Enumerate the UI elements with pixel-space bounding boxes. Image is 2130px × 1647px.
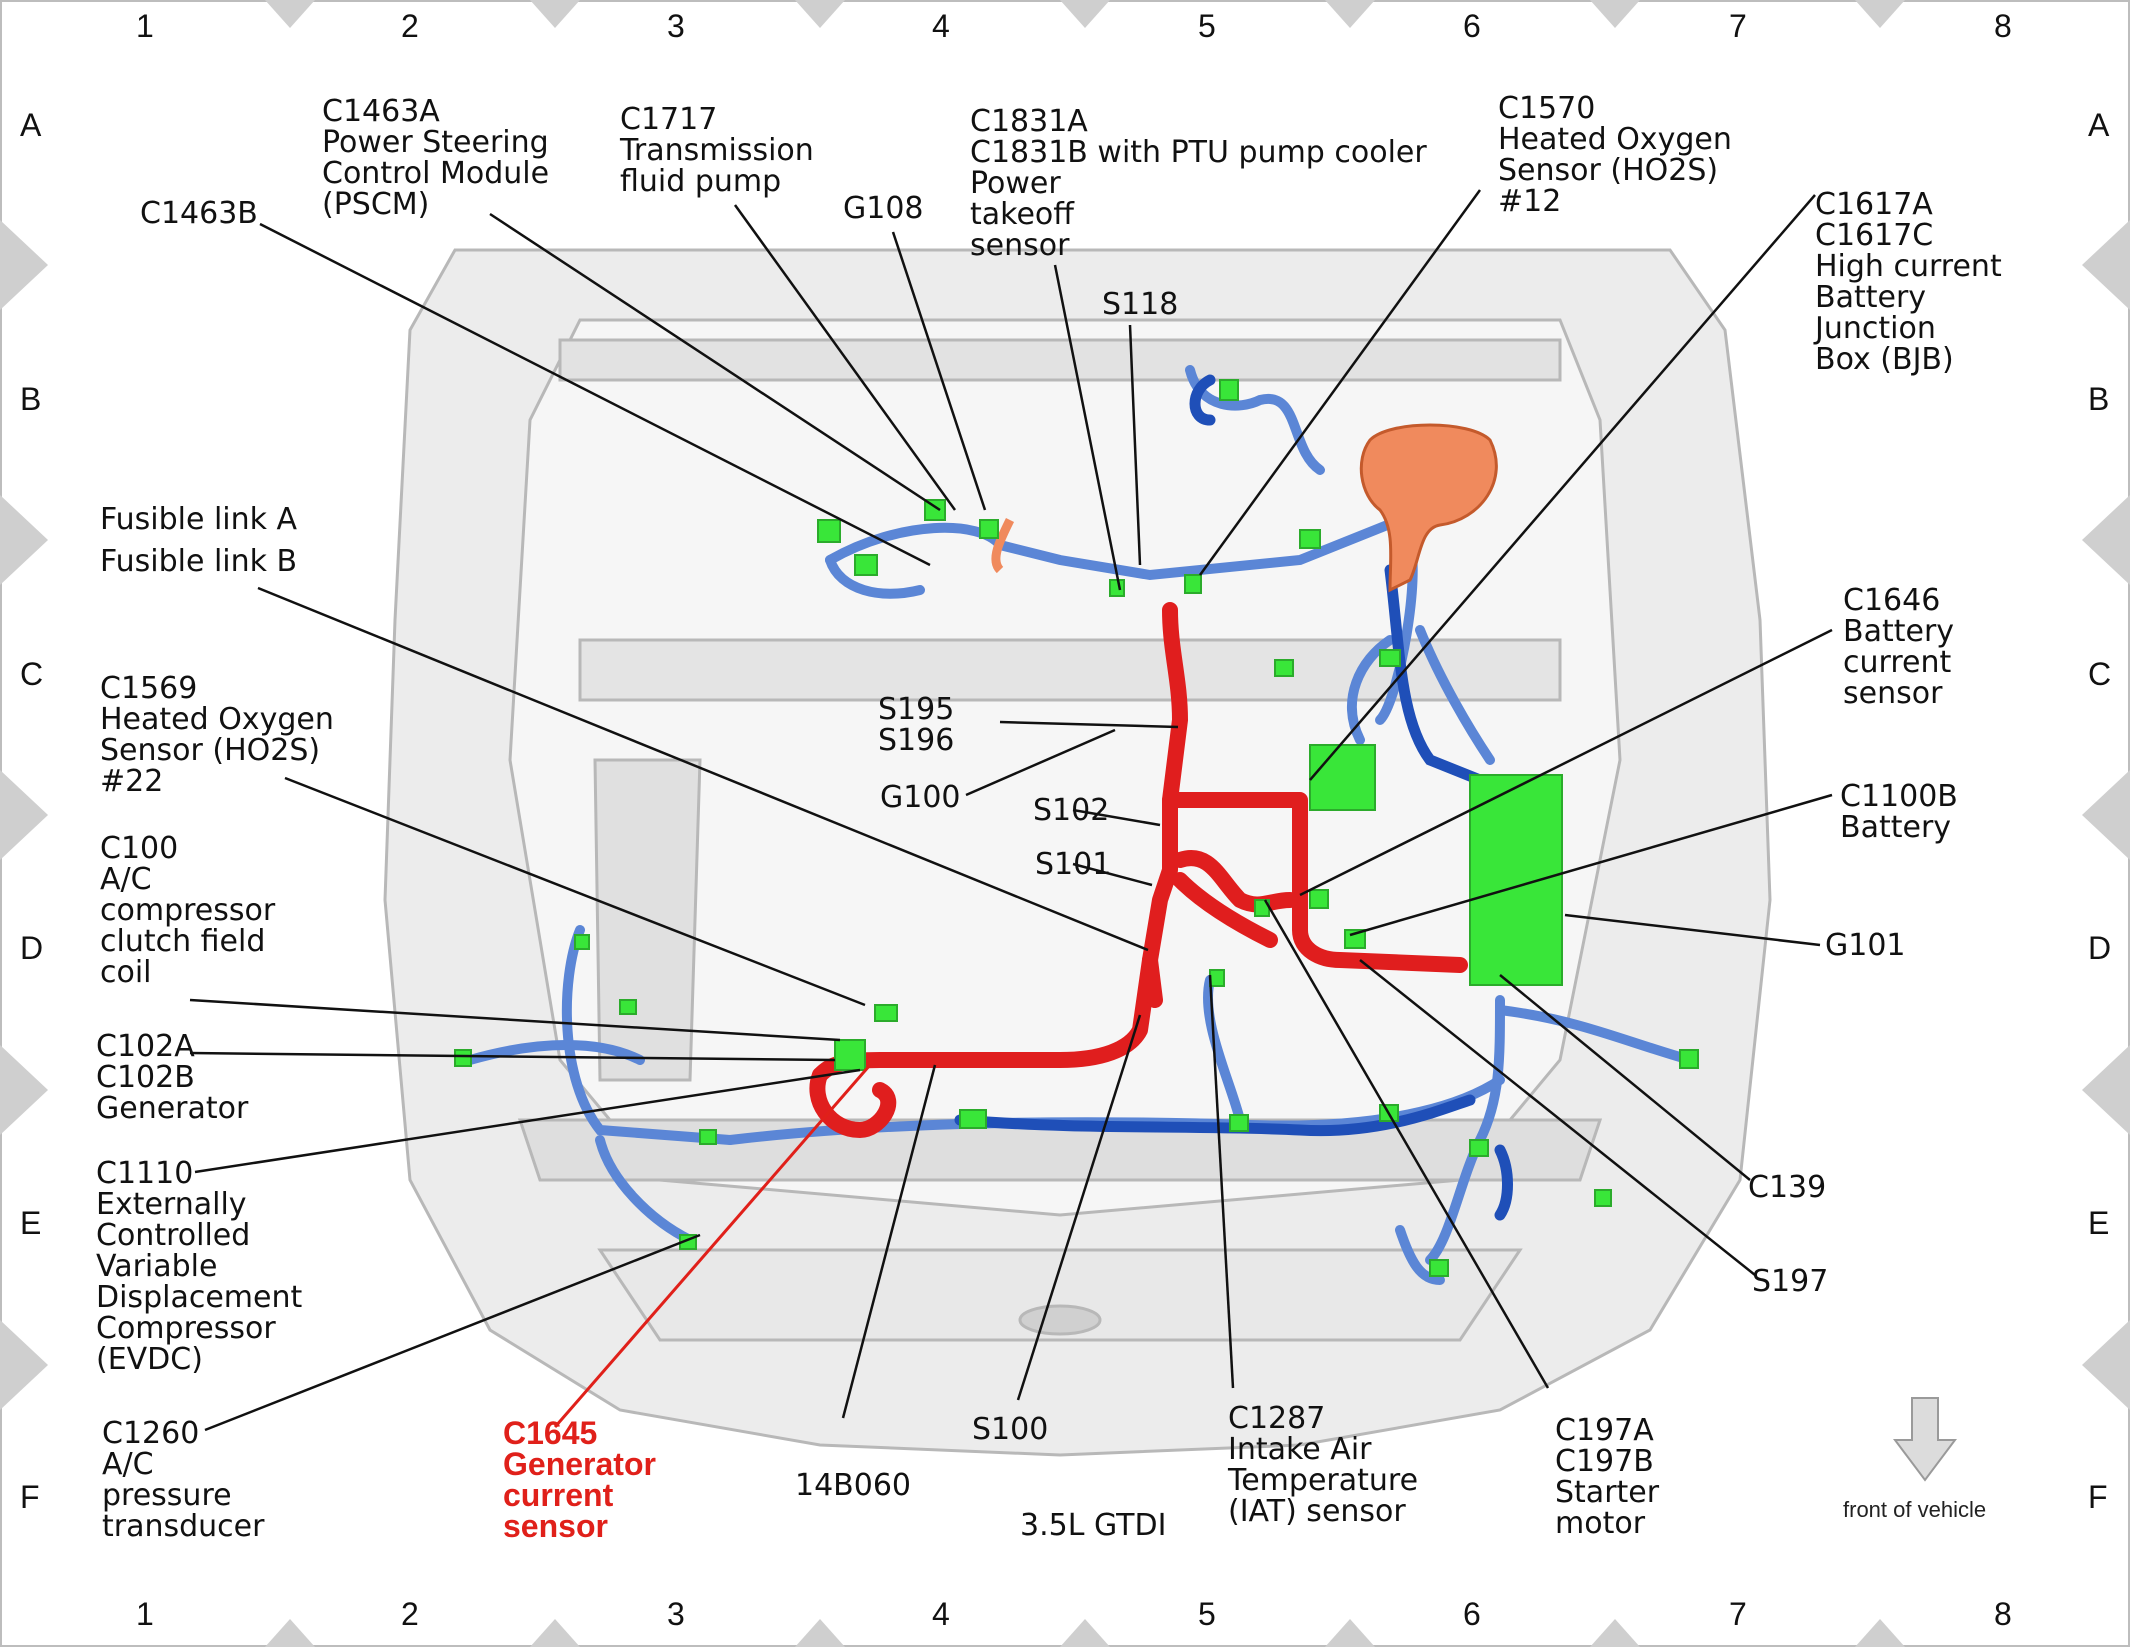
grid-col-label-5: 5 [1198, 8, 1216, 44]
label-c1110-evdc: C1110 Externally Controlled Variable Dis… [96, 1156, 303, 1377]
grid-col-label-bottom-8: 8 [1994, 1596, 2012, 1632]
grid-col-label-2: 2 [401, 8, 419, 44]
label-c1463b: C1463B [140, 196, 258, 231]
c1645-leader [553, 1064, 872, 1428]
label-c1463a-pscm: C1463A Power Steering Control Module (PS… [322, 94, 550, 222]
grid-row-label-f: F [20, 1479, 40, 1515]
grid-col-label-4: 4 [932, 8, 950, 44]
label-c1617-bjb: C1617A C1617C High current Battery Junct… [1815, 187, 2002, 377]
label-g100: G100 [880, 780, 961, 815]
label-c139: C139 [1748, 1170, 1827, 1205]
label-14b060: 14B060 [795, 1468, 912, 1503]
label-c1646-battery-current-sensor: C1646 Battery current sensor [1843, 583, 1955, 711]
label-c1717-transmission-fluid-pump: C1717 Transmission fluid pump [620, 102, 814, 199]
label-c102-generator: C102A C102B Generator [96, 1029, 249, 1126]
grid-col-label-3: 3 [667, 8, 685, 44]
label-s101: S101 [1035, 847, 1112, 882]
label-c1100b-battery: C1100B Battery [1840, 779, 1958, 845]
grid-col-label-7: 7 [1729, 8, 1747, 44]
grid-row-label-right-e: E [2088, 1205, 2110, 1241]
label-fusible-links: Fusible link A Fusible link B [100, 502, 298, 579]
label-c197-starter-motor: C197A C197B Starter motor [1555, 1413, 1660, 1541]
grid-col-label-bottom-3: 3 [667, 1596, 685, 1632]
grid-row-label-right-f: F [2088, 1479, 2108, 1515]
dark-harness [954, 374, 1513, 1221]
grid-col-label-6: 6 [1463, 8, 1481, 44]
grid-col-label-bottom-4: 4 [932, 1596, 950, 1632]
label-c100-ac-compressor-clutch: C100 A/C compressor clutch field coil [100, 831, 276, 990]
label-c1287-iat-sensor: C1287 Intake Air Temperature (IAT) senso… [1228, 1401, 1419, 1529]
label-front-of-vehicle: front of vehicle [1843, 1497, 1987, 1522]
label-engine-3-5l-gtdi: 3.5L GTDI [1020, 1508, 1167, 1543]
vehicle-front-structure [383, 248, 1772, 1457]
label-s118: S118 [1102, 287, 1179, 322]
label-c1260-ac-pressure-transducer: C1260 A/C pressure transducer [102, 1416, 265, 1544]
grid-row-label-d: D [20, 930, 44, 966]
front-arrow-icon [1893, 1397, 1957, 1482]
grid-row-label-right-b: B [2088, 381, 2110, 417]
grid-col-label-1: 1 [136, 8, 154, 44]
label-s195-s196: S195 S196 [878, 692, 955, 758]
high-current-bjb [991, 423, 1498, 593]
connectors [454, 379, 1699, 1277]
label-s100: S100 [972, 1412, 1049, 1447]
battery-body [1469, 774, 1563, 986]
grid-col-label-8: 8 [1994, 8, 2012, 44]
grid-col-label-bottom-2: 2 [401, 1596, 419, 1632]
label-g101: G101 [1825, 928, 1906, 963]
label-c1645-generator-current-sensor: C1645 Generator current sensor [503, 1415, 656, 1544]
grid-row-label-a: A [20, 107, 42, 143]
grid-row-label-right-a: A [2088, 107, 2110, 143]
grid-row-label-b: B [20, 381, 42, 417]
label-c1569-ho2s-22: C1569 Heated Oxygen Sensor (HO2S) #22 [100, 671, 334, 799]
label-s197: S197 [1752, 1264, 1829, 1299]
grid-row-label-right-c: C [2088, 656, 2112, 692]
leader-lines [189, 189, 1833, 1432]
label-g108: G108 [843, 191, 924, 226]
grid-col-label-bottom-1: 1 [136, 1596, 154, 1632]
grid-col-label-bottom-7: 7 [1729, 1596, 1747, 1632]
grid-row-label-c: C [20, 656, 44, 692]
label-s102: S102 [1033, 793, 1110, 828]
label-c1570-ho2s-12: C1570 Heated Oxygen Sensor (HO2S) #12 [1498, 91, 1732, 219]
grid-col-label-bottom-5: 5 [1198, 1596, 1216, 1632]
grid-row-label-right-d: D [2088, 930, 2112, 966]
grid-col-label-bottom-6: 6 [1463, 1596, 1481, 1632]
label-c1831-power-takeoff-sensor: C1831A C1831B with PTU pump cooler Power… [970, 104, 1427, 263]
grid-row-label-e: E [20, 1205, 42, 1241]
